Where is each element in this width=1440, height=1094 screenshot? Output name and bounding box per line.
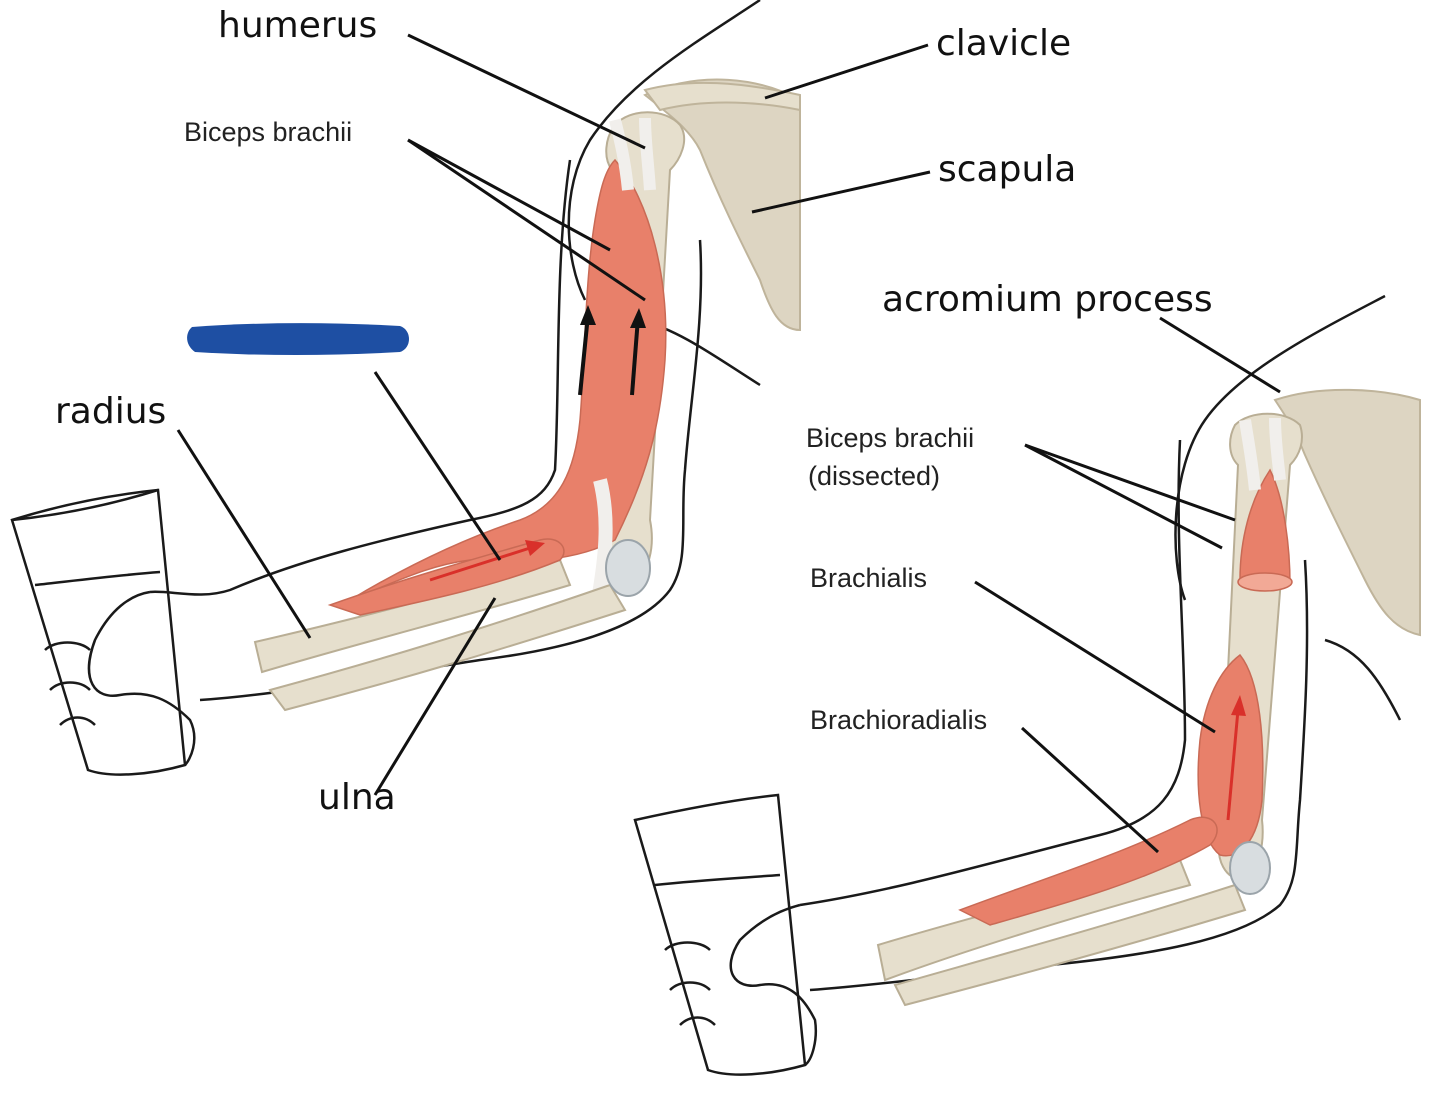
left-glass-water xyxy=(34,570,161,587)
label-scapula: scapula xyxy=(938,149,1077,190)
right-ulna-shape xyxy=(893,883,1247,1007)
right-radius-shape xyxy=(876,858,1192,982)
right-fingers xyxy=(664,941,716,1026)
left-fingers xyxy=(44,641,96,726)
right-back-outline xyxy=(1324,638,1402,721)
leader-radius xyxy=(176,429,312,639)
leader-humerus xyxy=(407,33,646,150)
label-acromium-process: acromium process xyxy=(882,279,1213,320)
right-biceps-cut-face xyxy=(1237,572,1293,592)
label-brachialis: Brachialis xyxy=(810,563,928,593)
label-radius: radius xyxy=(55,391,167,432)
label-ulna: ulna xyxy=(318,777,396,818)
left-radius-shape xyxy=(253,558,572,674)
leader-brachioradialis xyxy=(1020,726,1160,854)
left-arm-figure xyxy=(10,0,931,796)
right-arrow-red-head xyxy=(1231,695,1246,716)
right-hand-outline xyxy=(729,903,817,1067)
left-arrow-1-head xyxy=(580,305,596,325)
label-humerus: humerus xyxy=(218,5,378,46)
left-ulna-shape xyxy=(268,583,627,712)
leader-biceps-1 xyxy=(407,138,611,252)
right-body-outline xyxy=(1174,294,1386,601)
label-brachioradialis: Brachioradialis xyxy=(810,705,988,735)
left-hand-outline xyxy=(87,590,196,766)
left-arrow-1 xyxy=(578,314,590,396)
right-arm-figure xyxy=(633,294,1421,1076)
right-glass-water xyxy=(654,873,781,887)
redaction-mark xyxy=(187,323,409,355)
leader-brachialis xyxy=(974,580,1216,734)
right-elbow-joint xyxy=(1229,841,1271,895)
right-upperarm-outline xyxy=(799,439,1187,907)
left-upperarm-outline xyxy=(149,159,572,596)
leader-ulna xyxy=(373,597,497,796)
left-biceps-shape xyxy=(349,158,667,601)
leader-acromium xyxy=(1159,316,1281,394)
left-biceps-tendon xyxy=(609,117,656,191)
leader-redacted xyxy=(373,371,502,561)
label-dissected-note: (dissected) xyxy=(808,461,941,491)
leader-biceps-dissected-1 xyxy=(1024,443,1236,522)
leader-scapula xyxy=(751,170,931,214)
left-clavicle-shape xyxy=(643,81,801,112)
label-biceps-brachii: Biceps brachii xyxy=(184,117,353,147)
right-brachioradialis-shape xyxy=(958,816,1218,926)
left-body-outline xyxy=(567,0,761,301)
left-arrow-2-head xyxy=(630,308,646,328)
right-scapula-shape xyxy=(1273,388,1421,637)
leader-clavicle xyxy=(764,43,929,100)
right-brachialis-shape xyxy=(1197,653,1264,857)
label-clavicle: clavicle xyxy=(936,23,1072,64)
left-arrow-red-head xyxy=(525,540,545,556)
left-glass-rim xyxy=(11,488,159,522)
left-biceps-lower-tendon xyxy=(591,478,613,602)
right-biceps-tendon xyxy=(1239,417,1286,491)
left-brachioradialis-shape xyxy=(327,538,565,616)
left-elbow-joint xyxy=(605,539,651,597)
leader-biceps-2 xyxy=(407,138,646,302)
right-arrow-red xyxy=(1226,709,1240,821)
right-glass-outline xyxy=(633,793,807,1076)
left-arrow-2 xyxy=(630,317,640,396)
left-arrow-red xyxy=(429,546,531,582)
label-biceps-brachii-dissected: Biceps brachii xyxy=(806,423,975,453)
left-scapula-shape xyxy=(643,78,801,332)
leader-biceps-dissected-2 xyxy=(1024,443,1223,550)
